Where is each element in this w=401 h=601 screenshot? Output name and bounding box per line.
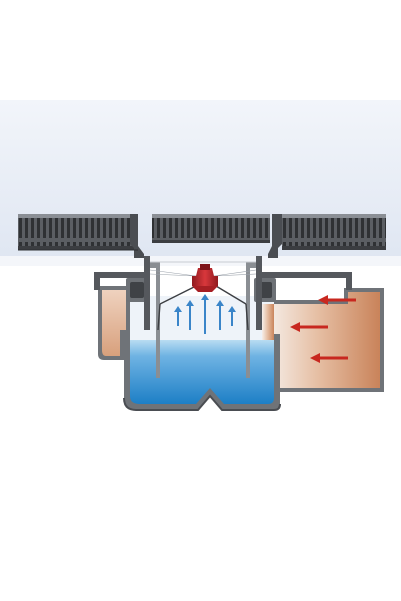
basin-edge [123,394,281,411]
membrane [157,285,249,331]
left-grating [18,214,144,258]
funnel [150,261,256,378]
arrow-up-icon [216,300,224,330]
arrow-up-icon [201,294,209,334]
arrow-up-icon [186,300,194,330]
right-grating [268,214,386,258]
outlet-pipe [262,288,384,392]
arrow-left-icon [318,295,356,305]
arrow-up-icon [228,306,236,326]
spray-lines [149,269,257,277]
airflow-arrows [290,295,356,363]
arrow-left-icon [290,322,328,332]
arrow-left-icon [310,353,348,363]
vapor-arrows [174,294,236,334]
arrow-up-icon [174,306,182,326]
floor-band [0,256,401,266]
left-flange [94,256,150,330]
center-grating [152,214,270,243]
right-flange [254,256,352,330]
valve-cup-icon [192,264,218,292]
